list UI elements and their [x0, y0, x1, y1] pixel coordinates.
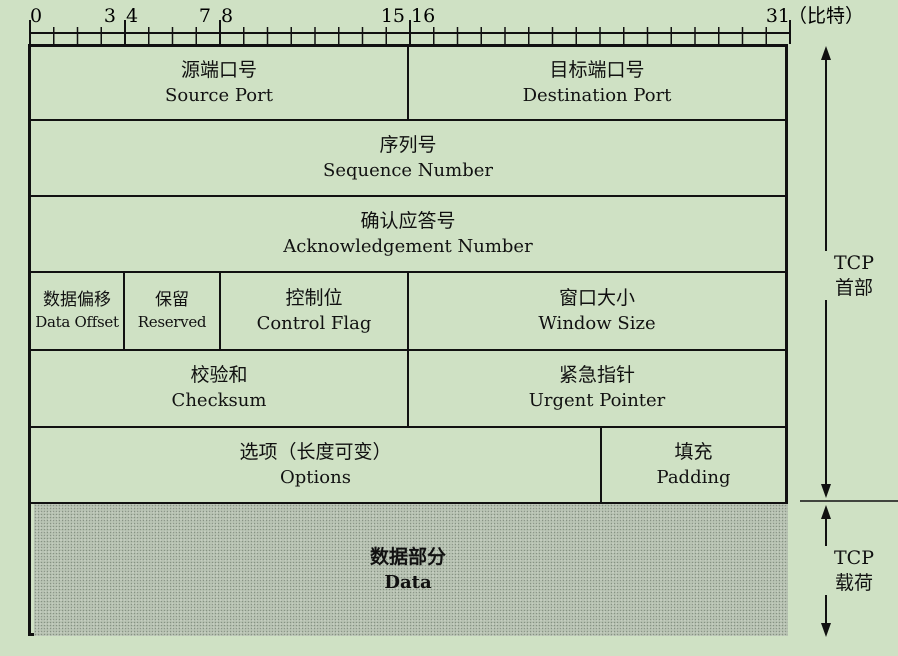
payload-field: 数据部分 Data	[31, 504, 785, 636]
urgent-pointer-field: 紧急指针 Urgent Pointer	[409, 351, 785, 426]
row-divider	[31, 502, 785, 504]
col-divider	[600, 426, 602, 502]
col-divider	[219, 271, 221, 349]
destination-port-en: Destination Port	[522, 84, 672, 106]
ruler-label-8: 8	[221, 5, 233, 27]
row-divider	[31, 119, 785, 121]
payload-en: Data	[384, 571, 432, 593]
source-port-en: Source Port	[165, 84, 273, 106]
checksum-cn: 校验和	[190, 364, 248, 387]
col-divider	[407, 271, 409, 426]
reserved-field: 保留 Reserved	[125, 273, 219, 349]
payload-data-area	[34, 504, 788, 636]
ruler-label-16: 16	[411, 5, 435, 27]
side-annotations: TCP 首部 TCP 载荷	[790, 0, 898, 656]
tcp-payload-label-line1: TCP	[834, 547, 874, 569]
payload-cn: 数据部分	[369, 545, 446, 568]
destination-port-field: 目标端口号 Destination Port	[409, 47, 785, 119]
tcp-header-label-line1: TCP	[834, 252, 874, 274]
tcp-header-label: TCP 首部	[814, 251, 894, 301]
control-flag-en: Control Flag	[256, 312, 372, 334]
bit-ruler: 0 3 4 7 8 15 16 31 （比特）	[29, 5, 864, 44]
padding-cn: 填充	[674, 440, 713, 463]
window-size-cn: 窗口大小	[558, 286, 635, 309]
urgent-pointer-en: Urgent Pointer	[528, 390, 666, 412]
reserved-en: Reserved	[137, 313, 207, 332]
ruler-ticks	[29, 20, 791, 44]
data-offset-cn: 数据偏移	[43, 290, 111, 310]
col-divider	[407, 47, 409, 119]
options-en: Options	[280, 466, 351, 488]
col-divider	[123, 271, 125, 349]
options-field: 选项（长度可变） Options	[31, 428, 600, 502]
window-size-en: Window Size	[538, 312, 656, 334]
data-offset-en: Data Offset	[35, 313, 119, 332]
source-port-cn: 源端口号	[180, 58, 257, 81]
tcp-payload-label-line2: 载荷	[834, 571, 873, 594]
tcp-header-label-line2: 首部	[834, 276, 873, 299]
sequence-number-cn: 序列号	[379, 133, 437, 156]
control-flag-cn: 控制位	[285, 286, 343, 309]
acknowledgement-number-en: Acknowledgement Number	[283, 235, 533, 257]
acknowledgement-number-cn: 确认应答号	[360, 209, 456, 232]
acknowledgement-number-field: 确认应答号 Acknowledgement Number	[31, 197, 785, 271]
sequence-number-en: Sequence Number	[323, 159, 493, 181]
padding-field: 填充 Padding	[602, 428, 785, 502]
urgent-pointer-cn: 紧急指针	[558, 364, 635, 387]
window-size-field: 窗口大小 Window Size	[409, 273, 785, 349]
tcp-payload-label: TCP 载荷	[814, 546, 894, 596]
padding-en: Padding	[656, 466, 731, 488]
destination-port-cn: 目标端口号	[549, 58, 645, 81]
ruler-label-15: 15	[381, 5, 405, 27]
tcp-segment-frame: 源端口号 Source Port 目标端口号 Destination Port …	[28, 44, 788, 636]
data-offset-field: 数据偏移 Data Offset	[31, 273, 123, 349]
ruler-label-31: 31	[766, 5, 790, 27]
options-cn: 选项（长度可变）	[239, 440, 392, 463]
checksum-en: Checksum	[171, 390, 267, 412]
sequence-number-field: 序列号 Sequence Number	[31, 121, 785, 195]
ruler-unit: （比特）	[788, 5, 864, 27]
row-divider	[31, 426, 785, 428]
ruler-label-0: 0	[30, 5, 42, 27]
ruler-label-3: 3	[104, 5, 116, 27]
ruler-label-4: 4	[126, 5, 138, 27]
row-divider	[31, 195, 785, 197]
ruler-label-7: 7	[199, 5, 211, 27]
checksum-field: 校验和 Checksum	[31, 351, 407, 426]
reserved-cn: 保留	[155, 290, 189, 310]
control-flag-field: 控制位 Control Flag	[221, 273, 407, 349]
source-port-field: 源端口号 Source Port	[31, 47, 407, 119]
